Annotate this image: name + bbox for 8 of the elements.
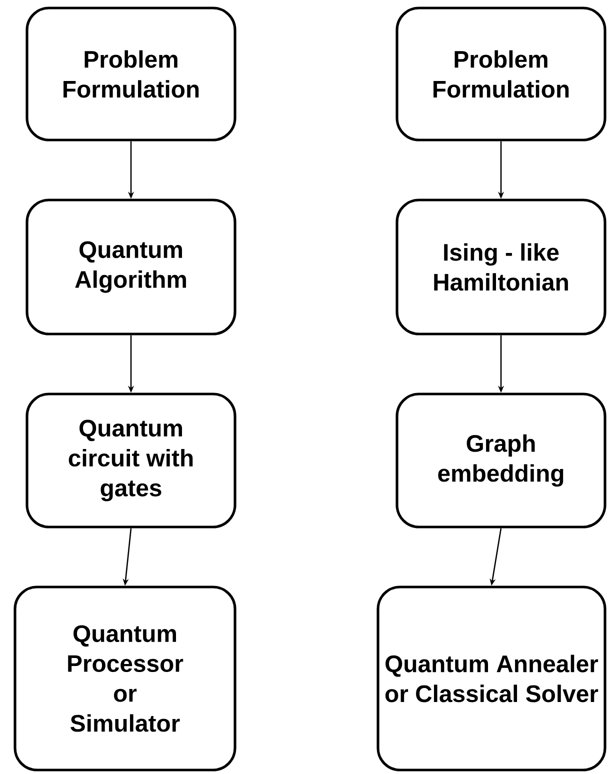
process-box: Quantum circuit with gates	[26, 392, 236, 528]
process-box: Problem Formulation	[396, 6, 606, 142]
process-box: Graph embedding	[396, 392, 606, 528]
process-box: Quantum Annealer or Classical Solver	[376, 586, 606, 772]
process-box: Quantum Processor or Simulator	[14, 586, 236, 772]
process-box: Ising - like Hamiltonian	[396, 198, 606, 336]
process-box: Quantum Algorithm	[26, 198, 236, 336]
process-box: Problem Formulation	[26, 6, 236, 142]
